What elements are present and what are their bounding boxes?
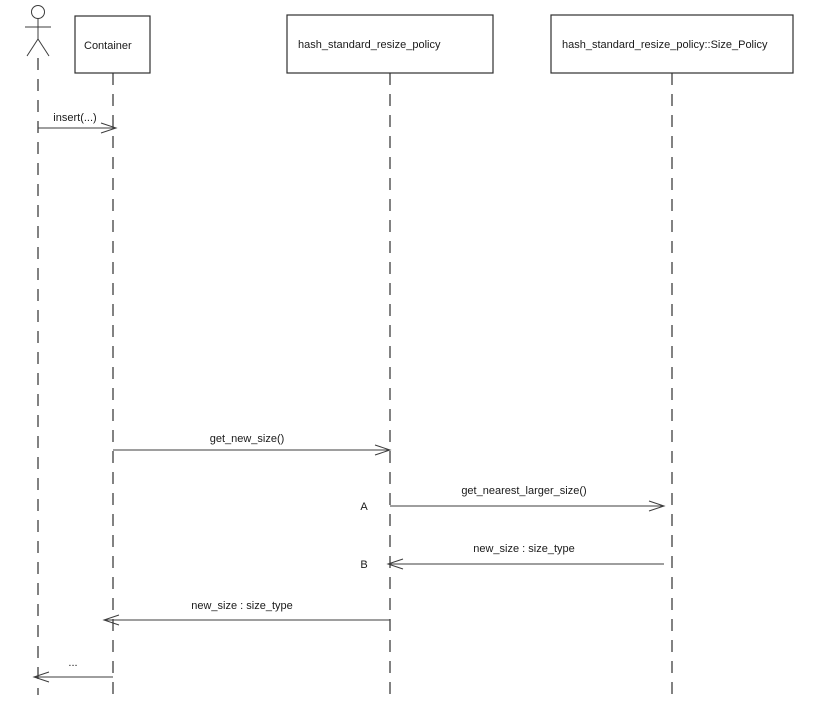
- message-get-nearest-larger-size: A get_nearest_larger_size(): [360, 485, 666, 513]
- message-new-size-return-1: B new_size : size_type: [360, 543, 664, 571]
- message-get-new-size-label: get_new_size(): [210, 433, 285, 445]
- arrowhead-left-icon: [32, 671, 50, 683]
- marker-a-label: A: [360, 501, 368, 513]
- message-get-new-size: get_new_size(): [113, 433, 392, 456]
- participant-box-container: Container: [74, 15, 151, 74]
- message-get-nearest-larger-size-label: get_nearest_larger_size(): [461, 485, 586, 497]
- arrowhead-right-icon: [648, 500, 666, 512]
- arrowhead-right-icon: [100, 122, 118, 134]
- participant-label-resize-policy: hash_standard_resize_policy: [298, 39, 441, 51]
- message-ellipsis-return-label: ...: [68, 657, 77, 669]
- participant-label-container: Container: [84, 40, 132, 52]
- message-new-size-return-2-label: new_size : size_type: [191, 600, 293, 612]
- marker-b-label: B: [360, 559, 367, 571]
- participant-label-size-policy: hash_standard_resize_policy::Size_Policy: [562, 39, 768, 51]
- participant-box-resize-policy: hash_standard_resize_policy: [286, 14, 494, 74]
- message-insert: insert(...): [38, 112, 118, 134]
- arrowhead-left-icon: [102, 614, 120, 626]
- message-insert-label: insert(...): [53, 112, 96, 124]
- actor-icon: [25, 5, 51, 57]
- arrowhead-right-icon: [374, 444, 392, 456]
- message-new-size-return-2: new_size : size_type: [102, 600, 390, 626]
- message-new-size-return-1-label: new_size : size_type: [473, 543, 575, 555]
- participant-box-size-policy: hash_standard_resize_policy::Size_Policy: [550, 14, 794, 74]
- message-ellipsis-return: ...: [32, 657, 113, 683]
- arrowhead-left-icon: [386, 558, 404, 570]
